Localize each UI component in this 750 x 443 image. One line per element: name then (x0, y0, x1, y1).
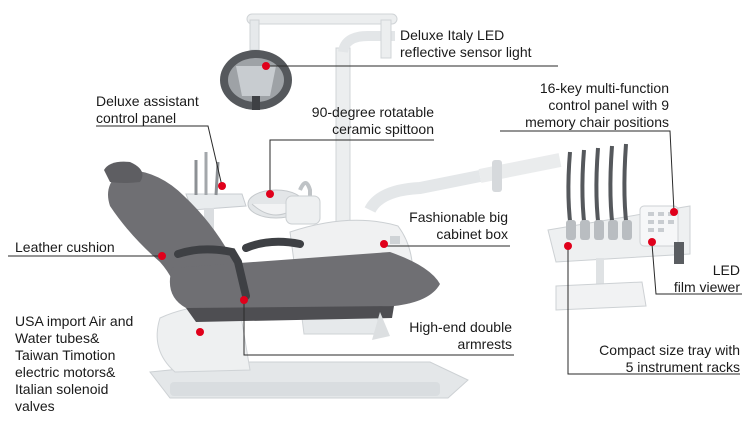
marker-dot-tray (564, 242, 572, 250)
led-light-head (220, 50, 292, 110)
chair-base (149, 305, 469, 399)
leader-line-armrests (243, 300, 514, 356)
marker-dot-assistant-panel (218, 182, 226, 190)
callout-leather: Leather cushion (15, 239, 115, 255)
marker-dot-leather (158, 252, 166, 260)
leader-line-control-panel (500, 130, 675, 213)
callout-leader-lines (8, 65, 742, 375)
marker-dot-spittoon (266, 190, 274, 198)
armrests (174, 237, 304, 300)
marker-dot-control-panel (670, 208, 678, 216)
callout-markers (158, 62, 678, 336)
marker-dot-armrests (240, 296, 248, 304)
chair-upholstery (104, 161, 440, 340)
marker-dot-cabinet (380, 240, 388, 248)
light-arm (246, 13, 398, 249)
delivery-arm (364, 153, 562, 214)
marker-dot-led-light (262, 62, 270, 70)
leader-line-spittoon (269, 139, 434, 194)
marker-dot-tubes-motors (196, 328, 204, 336)
leader-line-tray (567, 248, 740, 375)
marker-dot-film-viewer (648, 238, 656, 246)
callout-spittoon: 90-degree rotatable ceramic spittoon (311, 104, 434, 137)
callout-control-panel: 16-key multi-function control panel with… (525, 80, 669, 130)
spittoon (247, 181, 321, 225)
callout-led-light: Deluxe Italy LED reflective sensor light (400, 27, 532, 60)
callout-assistant-panel: Deluxe assistant control panel (96, 93, 199, 126)
callout-tray: Compact size tray with 5 instrument rack… (599, 342, 740, 375)
callout-cabinet: Fashionable big cabinet box (409, 209, 508, 242)
callout-tubes-motors: USA import Air and Water tubes& Taiwan T… (15, 313, 134, 414)
leader-line-film-viewer (651, 243, 742, 295)
instrument-tray (547, 143, 691, 311)
callout-film-viewer: LED film viewer (673, 262, 740, 295)
callout-armrests: High-end double armrests (409, 319, 512, 352)
leader-line-assistant-panel (96, 125, 223, 187)
